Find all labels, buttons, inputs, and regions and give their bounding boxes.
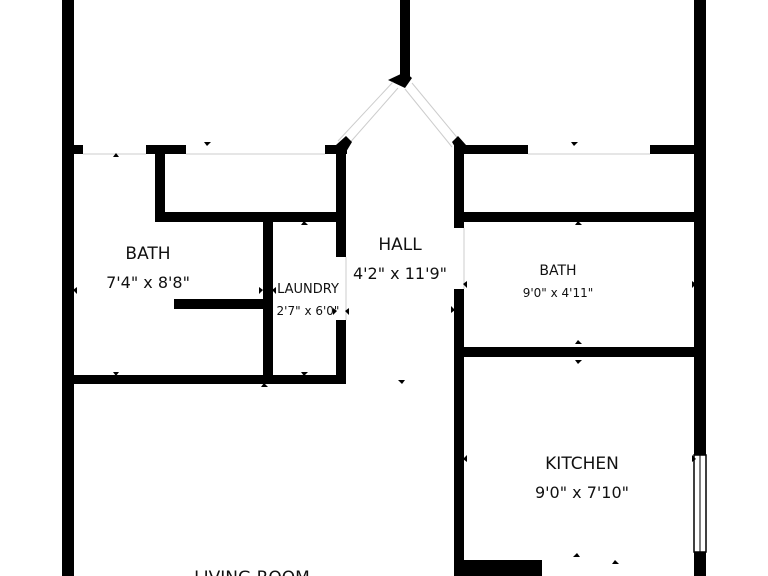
dim-arrow	[692, 281, 696, 288]
wall-kitchen-bottom	[454, 560, 542, 576]
dim-arrow	[333, 308, 337, 315]
diagonal-walls	[336, 136, 466, 152]
wall-laundry-left	[263, 212, 273, 384]
room-name-living-room: LIVING ROOM	[194, 568, 310, 576]
wall-hall-left-upper	[336, 145, 346, 257]
wall-stub-left-top	[74, 145, 83, 154]
room-name-kitchen: KITCHEN	[545, 454, 619, 474]
dim-arrow	[692, 455, 696, 462]
dim-arrow	[451, 306, 455, 313]
outer-wall-left	[62, 0, 74, 576]
wall-bath-stub	[174, 299, 263, 309]
door-line-hall-diag-left-b	[346, 87, 399, 147]
dim-arrow	[463, 455, 467, 462]
dim-arrow	[345, 308, 349, 315]
dimension-markers	[73, 142, 696, 564]
dim-arrow	[301, 221, 308, 225]
dim-arrow	[261, 383, 268, 387]
walls	[62, 0, 706, 576]
dim-arrow	[113, 372, 119, 376]
dim-arrow	[463, 281, 467, 288]
room-dimensions-kitchen: 9'0" x 7'10"	[535, 483, 629, 502]
room-name-laundry: LAUNDRY	[277, 282, 339, 297]
dim-arrow	[259, 287, 263, 294]
wall-top-right	[650, 145, 694, 154]
wall-hall-right-lower	[454, 289, 464, 576]
wall-top-left-closet	[146, 145, 186, 154]
door-line-hall-diag-left-a	[337, 81, 394, 142]
room-dimensions-hall: 4'2" x 11'9"	[353, 264, 447, 283]
room-name-hall: HALL	[378, 235, 422, 255]
wall-bath-right-bottom	[464, 347, 694, 357]
diag-wall-right-end	[452, 136, 466, 152]
outer-wall-right-lower	[694, 552, 706, 576]
room-dimensions-bath-right: 9'0" x 4'11"	[523, 286, 594, 300]
room-dimensions-bath-left: 7'4" x 8'8"	[106, 273, 190, 292]
dim-arrow	[301, 372, 308, 376]
door-line-hall-diag-right-b	[404, 88, 453, 148]
outer-wall-right	[694, 0, 706, 455]
hall-junction	[388, 72, 412, 88]
room-dimensions-laundry: 2'7" x 6'0"	[277, 304, 340, 318]
room-labels: BATH 7'4" x 8'8" LAUNDRY 2'7" x 6'0" HAL…	[106, 235, 629, 576]
dim-arrow	[571, 142, 578, 146]
wall-bath-bottom	[74, 375, 346, 384]
kitchen-window	[693, 454, 707, 553]
wall-hall-right-upper	[454, 145, 464, 228]
dim-arrow	[398, 380, 405, 384]
dim-arrow	[575, 360, 582, 364]
wall-closet-right-bottom	[464, 212, 694, 222]
dim-arrow	[573, 553, 580, 557]
dim-arrow	[575, 340, 582, 344]
room-name-bath-right: BATH	[539, 263, 576, 279]
center-top-wall	[400, 0, 410, 80]
dim-arrow	[575, 221, 582, 225]
wall-hall-left-lower	[336, 320, 346, 384]
dim-arrow	[113, 153, 119, 157]
door-line-hall-diag-right-a	[411, 82, 461, 142]
room-name-bath-left: BATH	[125, 244, 170, 264]
wall-top-hall-right	[455, 145, 528, 154]
door-openings	[83, 81, 650, 320]
wall-closet-left-bottom	[155, 212, 345, 222]
wall-closet-left-vertical	[155, 145, 165, 222]
dim-arrow	[73, 287, 77, 294]
dim-arrow	[272, 287, 276, 294]
dim-arrow	[204, 142, 211, 146]
dim-arrow	[612, 560, 619, 564]
diag-wall-left-end	[336, 136, 352, 152]
